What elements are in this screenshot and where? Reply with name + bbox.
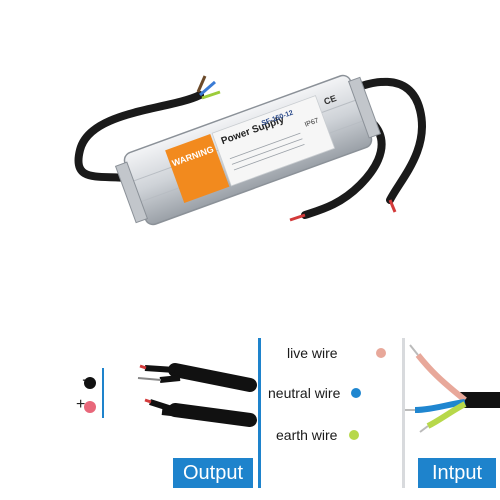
positive-dot — [84, 401, 96, 413]
live-wire-dot — [376, 348, 386, 358]
input-wires — [405, 344, 467, 433]
legend-neutral-wire: neutral wire — [268, 385, 341, 401]
right-cable-wires — [289, 199, 397, 222]
input-caption: Intput — [431, 462, 483, 484]
rating-label: IP67 — [304, 117, 320, 129]
left-cable-wires — [196, 75, 221, 100]
power-supply-case: WARNING Power Supply SF-150-12 IP67 CE — [114, 74, 382, 226]
right-cable-top — [336, 77, 426, 204]
polarity-divider — [102, 368, 104, 418]
legend-earth-wire: earth wire — [276, 427, 338, 443]
power-supply-photo: WARNING Power Supply SF-150-12 IP67 CE — [74, 74, 426, 226]
earth-wire-dot — [349, 430, 359, 440]
plus-sign: + — [76, 396, 86, 413]
neutral-wire-dot — [351, 388, 361, 398]
ce-label: CE — [322, 93, 337, 107]
output-caption: Output — [182, 462, 244, 484]
output-panel: − + — [76, 330, 260, 500]
legend-live-wire: live wire — [287, 345, 338, 361]
negative-dot — [84, 377, 96, 389]
center-divider — [258, 338, 261, 488]
left-cable — [74, 91, 204, 186]
input-caption-bar — [418, 458, 496, 488]
input-divider — [402, 338, 405, 488]
output-caption-bar — [173, 458, 253, 488]
